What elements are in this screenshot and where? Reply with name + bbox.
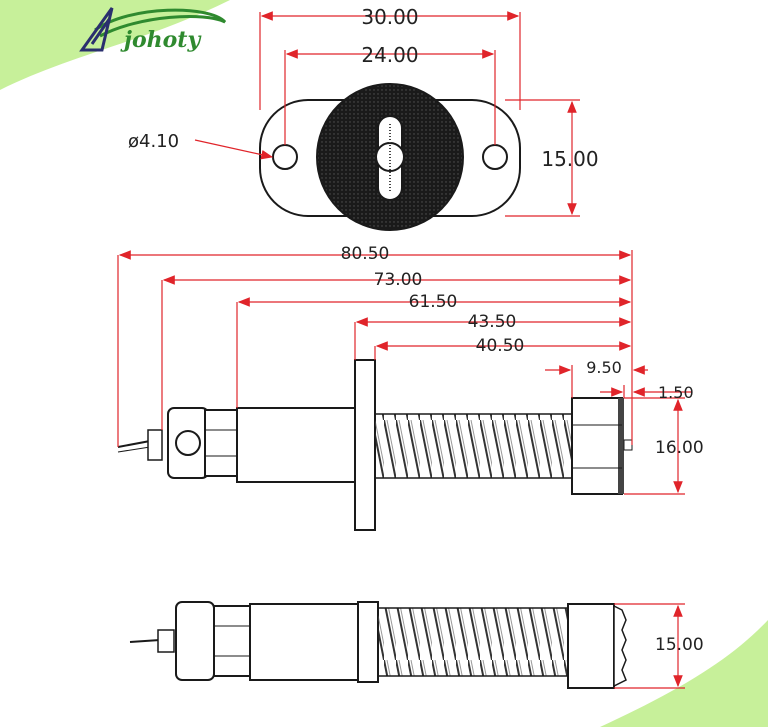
mounting-hole-left — [272, 144, 298, 170]
top-view: 30.00 24.00 ø4.10 15.00 — [128, 5, 599, 231]
bottom-body — [249, 603, 359, 681]
dim-hole-spacing: 24.00 — [361, 43, 418, 67]
dim-hole-diameter: ø4.10 — [128, 131, 179, 152]
dim-head-diameter: 16.00 — [655, 438, 704, 458]
main-body — [236, 407, 356, 483]
bottom-view: 15.00 — [129, 601, 704, 689]
brand-name: johoty — [120, 27, 202, 53]
dim-tip-length: 9.50 — [586, 358, 622, 377]
dim-height: 15.00 — [541, 147, 598, 171]
spring — [374, 413, 573, 479]
dim-total-length: 80.50 — [341, 244, 390, 264]
logo-swoosh — [94, 8, 227, 38]
bottom-head — [567, 603, 615, 689]
bottom-nut — [175, 601, 215, 681]
dim-length-40: 40.50 — [476, 336, 525, 356]
logo-triangle-icon — [79, 7, 114, 52]
probe-head — [571, 397, 623, 495]
side-view: 80.50 73.00 61.50 43.50 40.50 9.50 1.50 … — [117, 244, 704, 531]
dim-tip-offset: 1.50 — [658, 383, 694, 402]
dim-length-73: 73.00 — [374, 270, 423, 290]
dim-bottom-head-diameter: 15.00 — [655, 635, 704, 655]
dim-overall-width: 30.00 — [361, 5, 418, 29]
mounting-hole-right — [482, 144, 508, 170]
dim-length-43: 43.50 — [468, 312, 517, 332]
brand-logo: johoty — [79, 7, 227, 53]
side-flange — [354, 359, 376, 531]
bottom-spring — [377, 607, 569, 677]
dim-length-61: 61.50 — [409, 292, 458, 312]
